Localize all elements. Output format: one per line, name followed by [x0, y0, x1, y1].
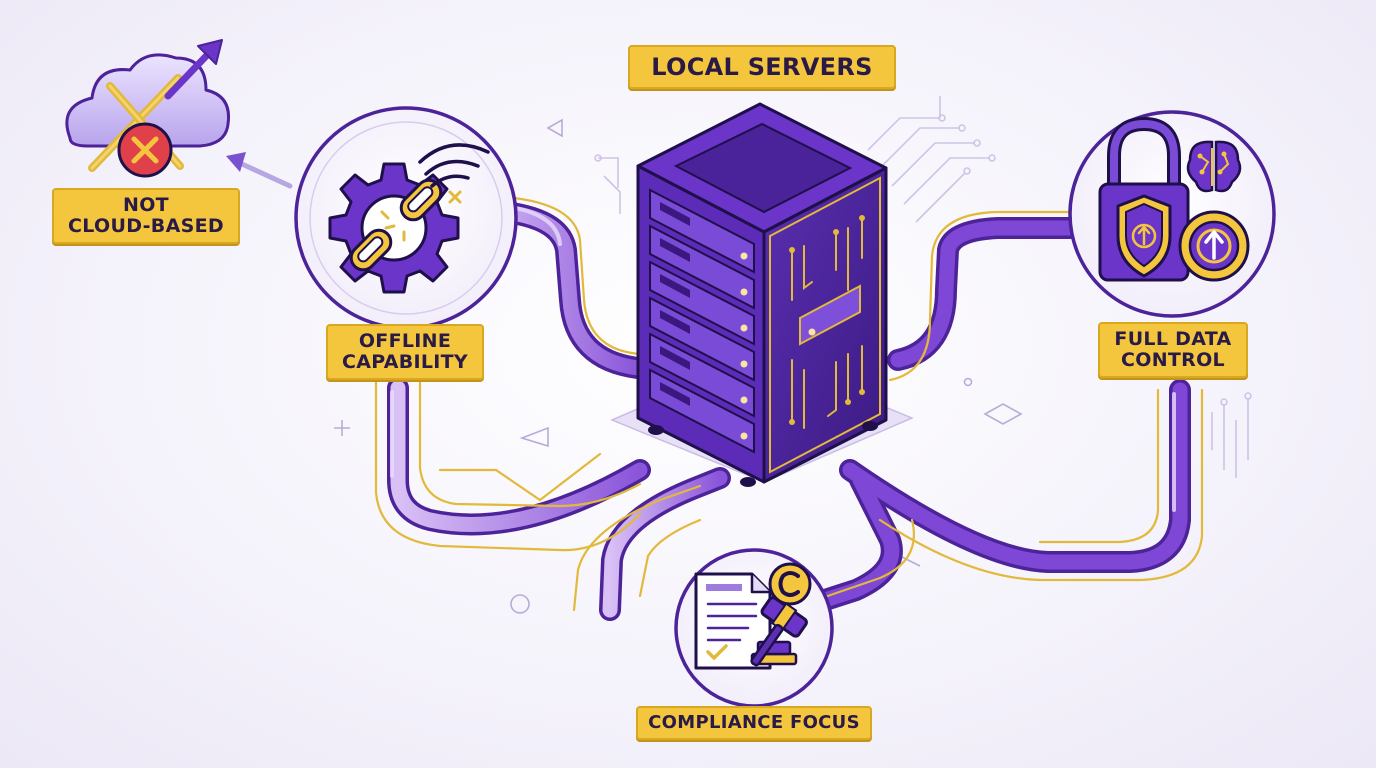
not-cloud-based-line-1: NOT [123, 194, 169, 217]
full-data-control-node [1068, 110, 1276, 318]
document-gavel-icon [694, 562, 812, 670]
compliance-focus-text: COMPLIANCE FOCUS [648, 712, 860, 734]
offline-capability-node [294, 106, 518, 330]
not-cloud-based-line-2: CLOUD-BASED [68, 215, 224, 237]
broken-link-gear-icon [328, 143, 490, 294]
offline-capability-line-2: CAPABILITY [342, 351, 468, 373]
full-data-control-line-2: CONTROL [1121, 349, 1225, 371]
circuit-traces [594, 96, 1252, 478]
compliance-focus-node [674, 548, 834, 708]
server-rack-icon [636, 102, 888, 487]
gold-trace-lines [374, 194, 1204, 612]
lock-shield-brain-icon [1098, 116, 1250, 282]
decorative-marks [334, 118, 1023, 614]
offline-capability-line-1: OFFLINE [358, 330, 452, 353]
local-servers-title-text: LOCAL SERVERS [651, 52, 873, 81]
compliance-focus-label: COMPLIANCE FOCUS [636, 706, 872, 740]
not-cloud-based-label: NOT CLOUD-BASED [52, 188, 240, 244]
full-data-control-line-1: FULL DATA [1114, 328, 1232, 351]
cloud-crossed-icon [65, 39, 231, 178]
full-data-control-label: FULL DATA CONTROL [1098, 322, 1248, 378]
offline-capability-label: OFFLINE CAPABILITY [326, 324, 484, 380]
arrow-to-cloud [226, 152, 293, 189]
local-servers-title: LOCAL SERVERS [628, 45, 896, 89]
